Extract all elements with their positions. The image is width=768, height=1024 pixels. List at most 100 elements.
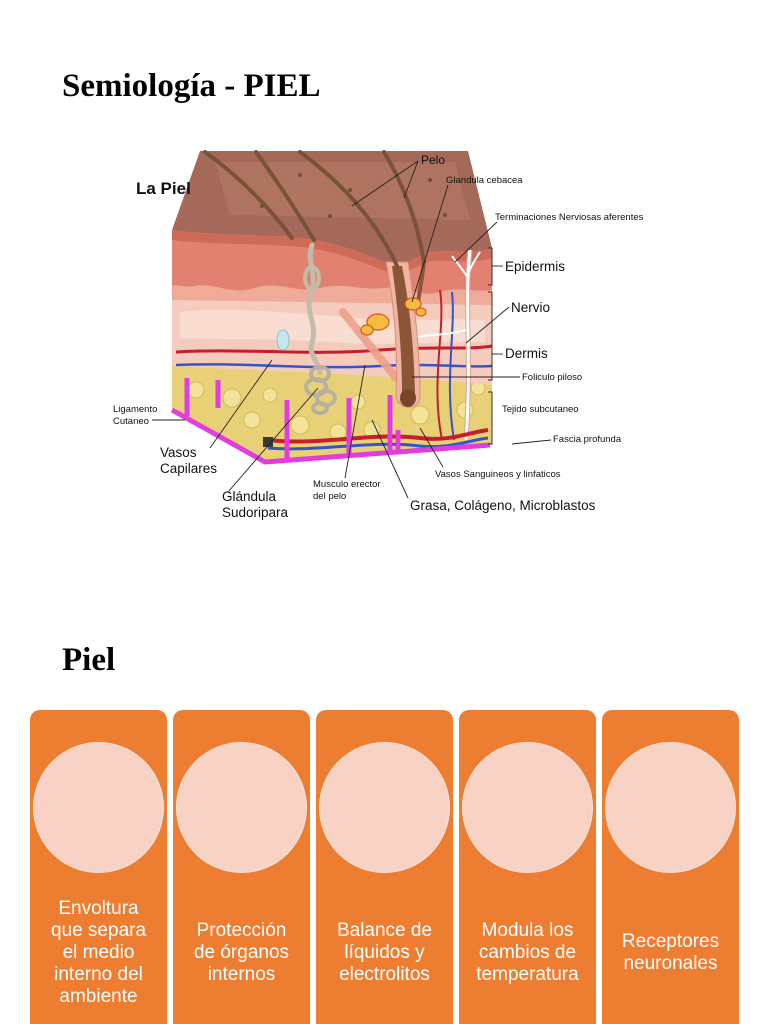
card-text: Balance de líquidos y electrolitos (316, 882, 453, 1024)
leader-line (465, 306, 510, 344)
gland-lobe (415, 307, 427, 317)
deep-vein (267, 436, 489, 451)
label-ligamento-line1: Ligamento (113, 404, 157, 415)
diagram-title: La Piel (136, 179, 191, 198)
label-tejido: Tejido subcutaneo (502, 404, 579, 415)
card-circle (462, 742, 593, 873)
leader-line (227, 387, 319, 493)
gland-lobe (360, 324, 374, 336)
fat-cell (410, 405, 430, 425)
card-text-line: Envoltura (58, 898, 139, 919)
skin-diagram: La Piel Pelo Glandula cebacea Terminacio… (113, 150, 644, 520)
card-text-line: el medio (62, 942, 135, 963)
dermis-artery (175, 344, 493, 354)
card-text-line: líquidos y (344, 942, 425, 963)
card-text: Receptores neuronales (602, 882, 739, 1024)
card-receptores: Receptores neuronales (602, 710, 739, 1024)
label-glandula-cebacea: Glandula cebacea (446, 175, 523, 186)
label-vasos-capilares-line2: Capilares (160, 461, 217, 476)
fat-cell (222, 388, 242, 408)
hair-follicle (392, 266, 415, 401)
sweat-gland-upper-coil (303, 265, 321, 291)
card-balance: Balance de líquidos y electrolitos (316, 710, 453, 1024)
duct-cross-section (276, 329, 290, 351)
hairs (203, 150, 426, 268)
leader-line (371, 419, 409, 499)
label-dermis: Dermis (505, 346, 548, 361)
layer-bracket (488, 247, 493, 445)
leader-line (511, 439, 552, 445)
hair-shaft (254, 150, 316, 242)
label-musculo-line2: del pelo (313, 491, 346, 502)
card-envoltura: Envoltura que separa el medio interno de… (30, 710, 167, 1024)
sweat-gland-coil (304, 365, 337, 415)
card-text-line: cambios de (478, 942, 577, 963)
pore (348, 188, 352, 192)
card-proteccion: Protección de órganos internos (173, 710, 310, 1024)
label-foliculo: Foliculo piloso (522, 372, 582, 383)
vertical-vein (448, 291, 455, 441)
section-title: Piel (62, 642, 116, 678)
bracket-subcutaneous (488, 391, 493, 445)
label-epidermis: Epidermis (505, 259, 565, 274)
card-text: Envoltura que separa el medio interno de… (30, 882, 167, 1024)
label-vasos-capilares-line1: Vasos (160, 445, 197, 460)
bracket-dermis (488, 291, 493, 381)
bracket-epidermis (488, 247, 493, 286)
card-text-line: temperatura (476, 964, 579, 985)
label-vasos-sanguineos: Vasos Sanguineos y linfaticos (435, 469, 561, 480)
gland-lobe (366, 313, 390, 331)
dermis-vein (175, 363, 493, 369)
label-nervio: Nervio (511, 300, 550, 315)
card-circle (319, 742, 450, 873)
label-terminaciones: Terminaciones Nerviosas aferentes (495, 212, 644, 223)
leader-line (344, 364, 366, 479)
leader-line (209, 359, 273, 449)
pore (443, 213, 447, 217)
pore (328, 214, 332, 218)
card-text-line: Balance de (336, 920, 433, 941)
card-text-line: internos (207, 964, 276, 985)
card-text-line: Modula los (481, 920, 574, 941)
card-text-line: electrolitos (339, 964, 430, 985)
card-circle (176, 742, 307, 873)
page-title: Semiología - PIEL (62, 68, 321, 104)
pore (428, 178, 432, 182)
vertical-artery (436, 289, 443, 441)
coil-loop (311, 401, 329, 415)
card-text: Modula los cambios de temperatura (459, 882, 596, 1024)
label-grasa: Grasa, Colágeno, Microblastos (410, 498, 596, 513)
label-ligamento-line2: Cutaneo (113, 416, 149, 427)
card-circle (33, 742, 164, 873)
card-temperatura: Modula los cambios de temperatura (459, 710, 596, 1024)
label-musculo-line1: Musculo erector (313, 479, 381, 490)
erector-muscle (339, 308, 400, 382)
fat-cell (187, 381, 205, 399)
vessel-node (263, 437, 273, 447)
label-fascia: Fascia profunda (553, 434, 622, 445)
hair-shaft (382, 150, 426, 264)
card-text-line: que separa (50, 920, 147, 941)
card-text-line: ambiente (59, 986, 138, 1007)
card-text-line: interno del (54, 964, 143, 985)
fat-cell (262, 387, 278, 403)
epidermis-outer-stripe (172, 230, 492, 273)
label-pelo: Pelo (421, 153, 445, 167)
deep-fascia (170, 407, 491, 465)
leader-line (411, 184, 449, 303)
fat-cell (290, 415, 310, 435)
hair-shaft (203, 150, 294, 240)
cutaneous-ligaments (184, 378, 401, 460)
epidermis-layer (172, 230, 492, 294)
card-text: Protección de órganos internos (173, 882, 310, 1024)
card-circle (605, 742, 736, 873)
label-glandula-sudoripara-line1: Glándula (222, 489, 277, 504)
deep-artery (267, 428, 489, 444)
nerve (464, 249, 472, 441)
hair-bulb (400, 389, 416, 407)
label-glandula-sudoripara-line2: Sudoripara (222, 505, 289, 520)
sebaceous-gland (360, 297, 427, 336)
card-text-line: neuronales (623, 953, 718, 974)
card-text-line: Protección (196, 920, 287, 941)
